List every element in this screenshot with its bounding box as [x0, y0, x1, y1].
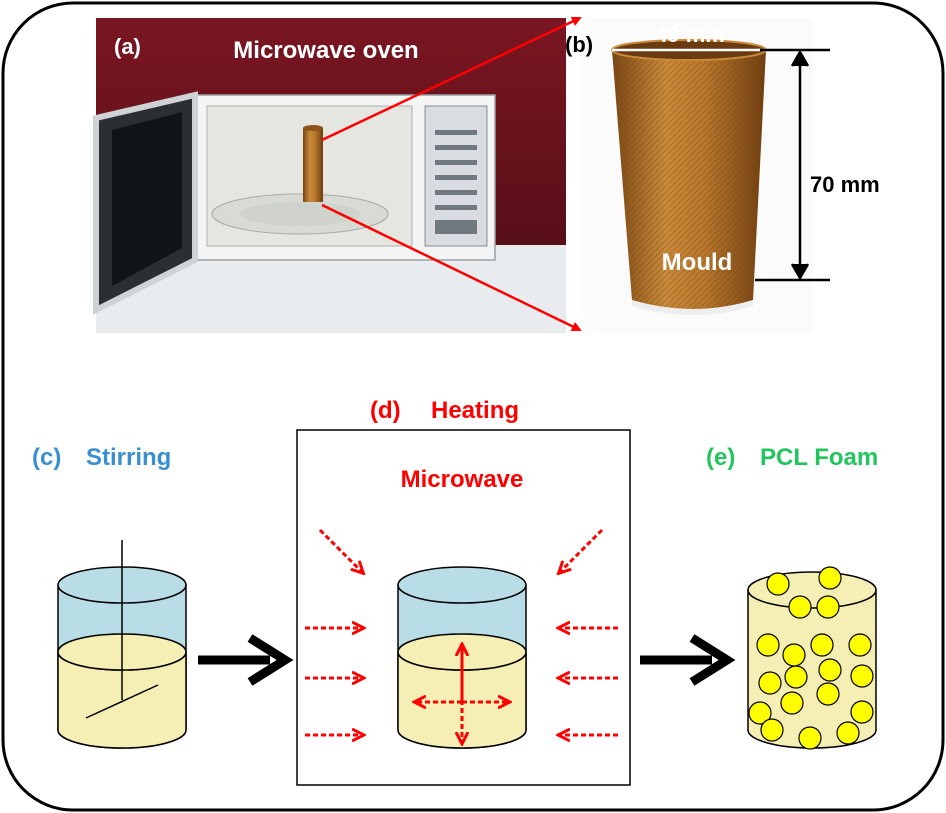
foam-bubble — [780, 691, 804, 715]
stirrer-blade — [85, 684, 159, 719]
panel-c-title: Stirring — [86, 444, 171, 471]
foam-bubble — [782, 643, 806, 667]
microwave-arrows-left — [305, 528, 362, 735]
panel-a-title: Microwave oven — [233, 37, 418, 64]
foam-bubble — [818, 566, 842, 590]
foam-bubble — [748, 701, 772, 725]
zoom-line-bottom — [321, 203, 582, 332]
panel-b-label: (b) — [565, 32, 593, 57]
foam-bubble — [766, 572, 790, 596]
panel-d-label: (d) — [370, 397, 401, 424]
panel-d-title: Heating — [431, 397, 519, 424]
panel-e-title: PCL Foam — [760, 444, 878, 471]
panel-a-photo — [93, 18, 566, 333]
foam-bubble — [784, 665, 808, 689]
foam-bubble — [788, 595, 812, 619]
process-arrow-1 — [198, 634, 294, 686]
foam-bubble — [850, 664, 874, 688]
foam-bubble — [756, 633, 780, 657]
panel-b-photo — [583, 18, 813, 333]
stirring-beaker — [57, 540, 187, 749]
foam-bubble — [758, 671, 782, 695]
heating-box-label: Microwave — [401, 466, 524, 493]
foam-bubble — [816, 682, 840, 706]
foam-bubble — [810, 633, 834, 657]
foam-bubbles — [748, 566, 874, 750]
mould-label: Mould — [662, 249, 733, 276]
panel-c-label: (c) — [32, 444, 61, 471]
foam-bubble — [848, 633, 872, 657]
panel-a-label: (a) — [114, 34, 141, 59]
foam-bubble — [818, 658, 842, 682]
mould-dimension-lines — [612, 48, 830, 282]
microwave-arrows-right — [560, 528, 618, 735]
zoom-line-top — [321, 16, 582, 142]
process-arrow-2 — [640, 634, 736, 686]
foam-bubble — [798, 726, 822, 750]
panel-e-label: (e) — [706, 444, 735, 471]
mould-height-label: 70 mm — [810, 172, 880, 197]
foam-bubble — [836, 721, 860, 745]
mould-in-oven — [303, 128, 323, 202]
foam-bubble — [850, 700, 874, 724]
expansion-arrows — [416, 646, 508, 742]
foam-bubble — [760, 718, 784, 742]
mould-width-label: 49 mm — [655, 22, 725, 47]
foam-bubble — [816, 595, 840, 619]
